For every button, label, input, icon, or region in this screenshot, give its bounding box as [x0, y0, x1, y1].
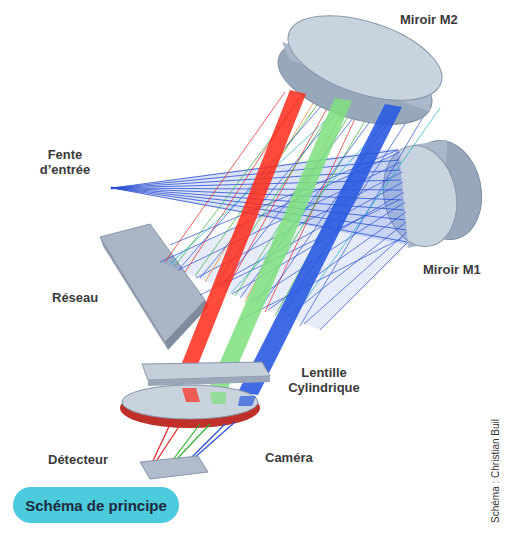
camera — [120, 385, 260, 428]
camera-part — [122, 385, 258, 419]
detector-rays-part — [193, 422, 235, 459]
pill-shape — [13, 487, 179, 523]
mirror-label: Miroir M2 — [400, 12, 500, 27]
entrance-slit-part — [111, 187, 114, 190]
camera-part — [210, 392, 226, 404]
detector-rays-part — [175, 424, 210, 461]
entrance-slit — [111, 187, 114, 190]
camera-label: Caméra — [265, 450, 345, 465]
cylindrical-lens-part — [148, 376, 270, 386]
detector-rays-part — [155, 422, 182, 463]
collimated-rays-part — [320, 242, 408, 330]
mirror-label: Miroir M1 — [423, 262, 507, 277]
camera-part — [238, 396, 256, 406]
focused-beams-part — [238, 104, 402, 395]
detector-rays-part — [190, 424, 225, 459]
dispersed-rays-part — [290, 108, 440, 322]
caption-pill: Schéma de principe — [12, 486, 180, 524]
detector-rays-part — [172, 424, 200, 461]
grating-part — [100, 237, 168, 350]
caption-text: Schéma de principe — [25, 497, 167, 514]
lens-label: Lentille Cylindrique — [282, 365, 366, 395]
grating-label: Réseau — [52, 290, 122, 305]
camera-part — [182, 388, 200, 402]
detector — [140, 456, 208, 479]
pill-text-box: Schéma de principe — [12, 486, 180, 524]
cylindrical-lens — [142, 362, 270, 386]
detector-part — [140, 456, 208, 479]
credit-note: Schéma : Christian Buil — [488, 396, 503, 534]
slit-label: Fente d’entrée — [26, 147, 104, 177]
focused-beams — [180, 90, 402, 395]
detector-label: Détecteur — [48, 452, 128, 467]
